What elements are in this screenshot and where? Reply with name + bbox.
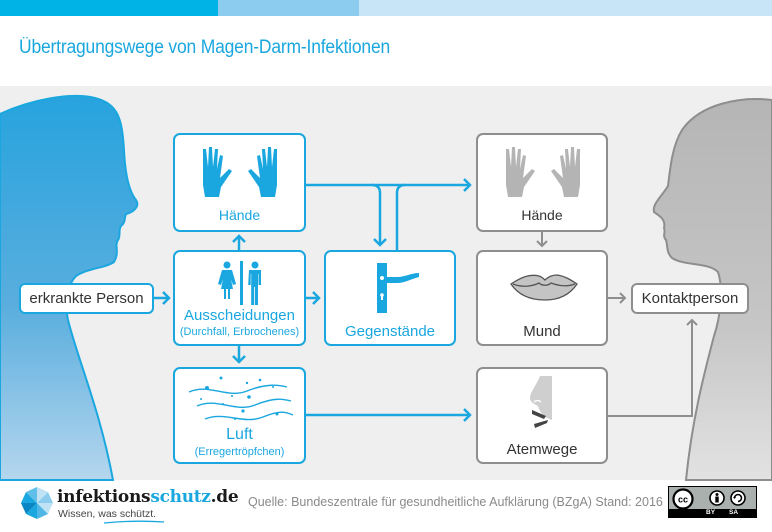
cc-icons: cc (672, 488, 746, 510)
logo-underline-swoosh (104, 520, 164, 524)
cc-sa-label: SA (729, 509, 739, 516)
node-label: Atemwege (506, 441, 578, 458)
logo-part-3: .de (210, 487, 239, 507)
logo-umbrella-icon (21, 487, 53, 519)
node-label: Ausscheidungen (184, 307, 295, 324)
node-label: Kontaktperson (641, 290, 739, 307)
nose-icon (530, 376, 552, 428)
node-kontaktperson: Kontaktperson (631, 283, 749, 314)
cc-by-label: BY (706, 509, 716, 516)
node-ausscheidungen: Ausscheidungen (Durchfall, Erbrochenes) (173, 250, 306, 346)
source-caption: Quelle: Bundeszentrale für gesundheitlic… (248, 495, 663, 509)
hands-icon (203, 147, 277, 197)
node-mund: Mund (476, 250, 608, 346)
logo-wordmark: infektionsschutz.de (57, 487, 239, 507)
node-sublabel: (Durchfall, Erbrochenes) (179, 326, 300, 338)
sa-icon (730, 490, 746, 506)
top-bar-segment-3 (359, 0, 772, 16)
node-sublabel: (Erregertröpfchen) (194, 446, 285, 458)
lips-icon (510, 274, 578, 301)
head-silhouette-gray-icon (652, 98, 772, 481)
node-label: Mund (523, 323, 561, 340)
node-label: Gegenstände (344, 323, 436, 340)
logo-part-1: infektions (57, 487, 151, 507)
air-droplets-icon (188, 376, 293, 421)
node-label: Hände (218, 207, 261, 223)
node-haende-target: Hände (476, 133, 608, 232)
door-handle-icon (377, 263, 419, 313)
page-title: Übertragungswege von Magen-Darm-Infektio… (19, 37, 391, 58)
node-atemwege: Atemwege (476, 367, 608, 464)
toilet-woman-man-icon (218, 261, 261, 305)
node-label: Hände (521, 207, 563, 223)
top-bar-segment-1 (0, 0, 218, 16)
logo-part-2: schutz (150, 487, 211, 507)
node-label: Luft (226, 426, 253, 443)
node-haende-source: Hände (173, 133, 306, 232)
node-label: erkrankte Person (29, 290, 144, 307)
cc-icon: cc (678, 495, 688, 505)
node-luft: Luft (Erregertröpfchen) (173, 367, 306, 464)
logo-tagline: Wissen, was schützt. (58, 508, 157, 520)
node-erkrankte-person: erkrankte Person (19, 283, 154, 314)
cc-license-badge[interactable]: cc BY SA (668, 486, 757, 518)
hands-icon (506, 147, 580, 197)
top-bar-segment-2 (218, 0, 359, 16)
node-gegenstaende: Gegenstände (324, 250, 456, 346)
cc-badge-footer (669, 509, 756, 517)
